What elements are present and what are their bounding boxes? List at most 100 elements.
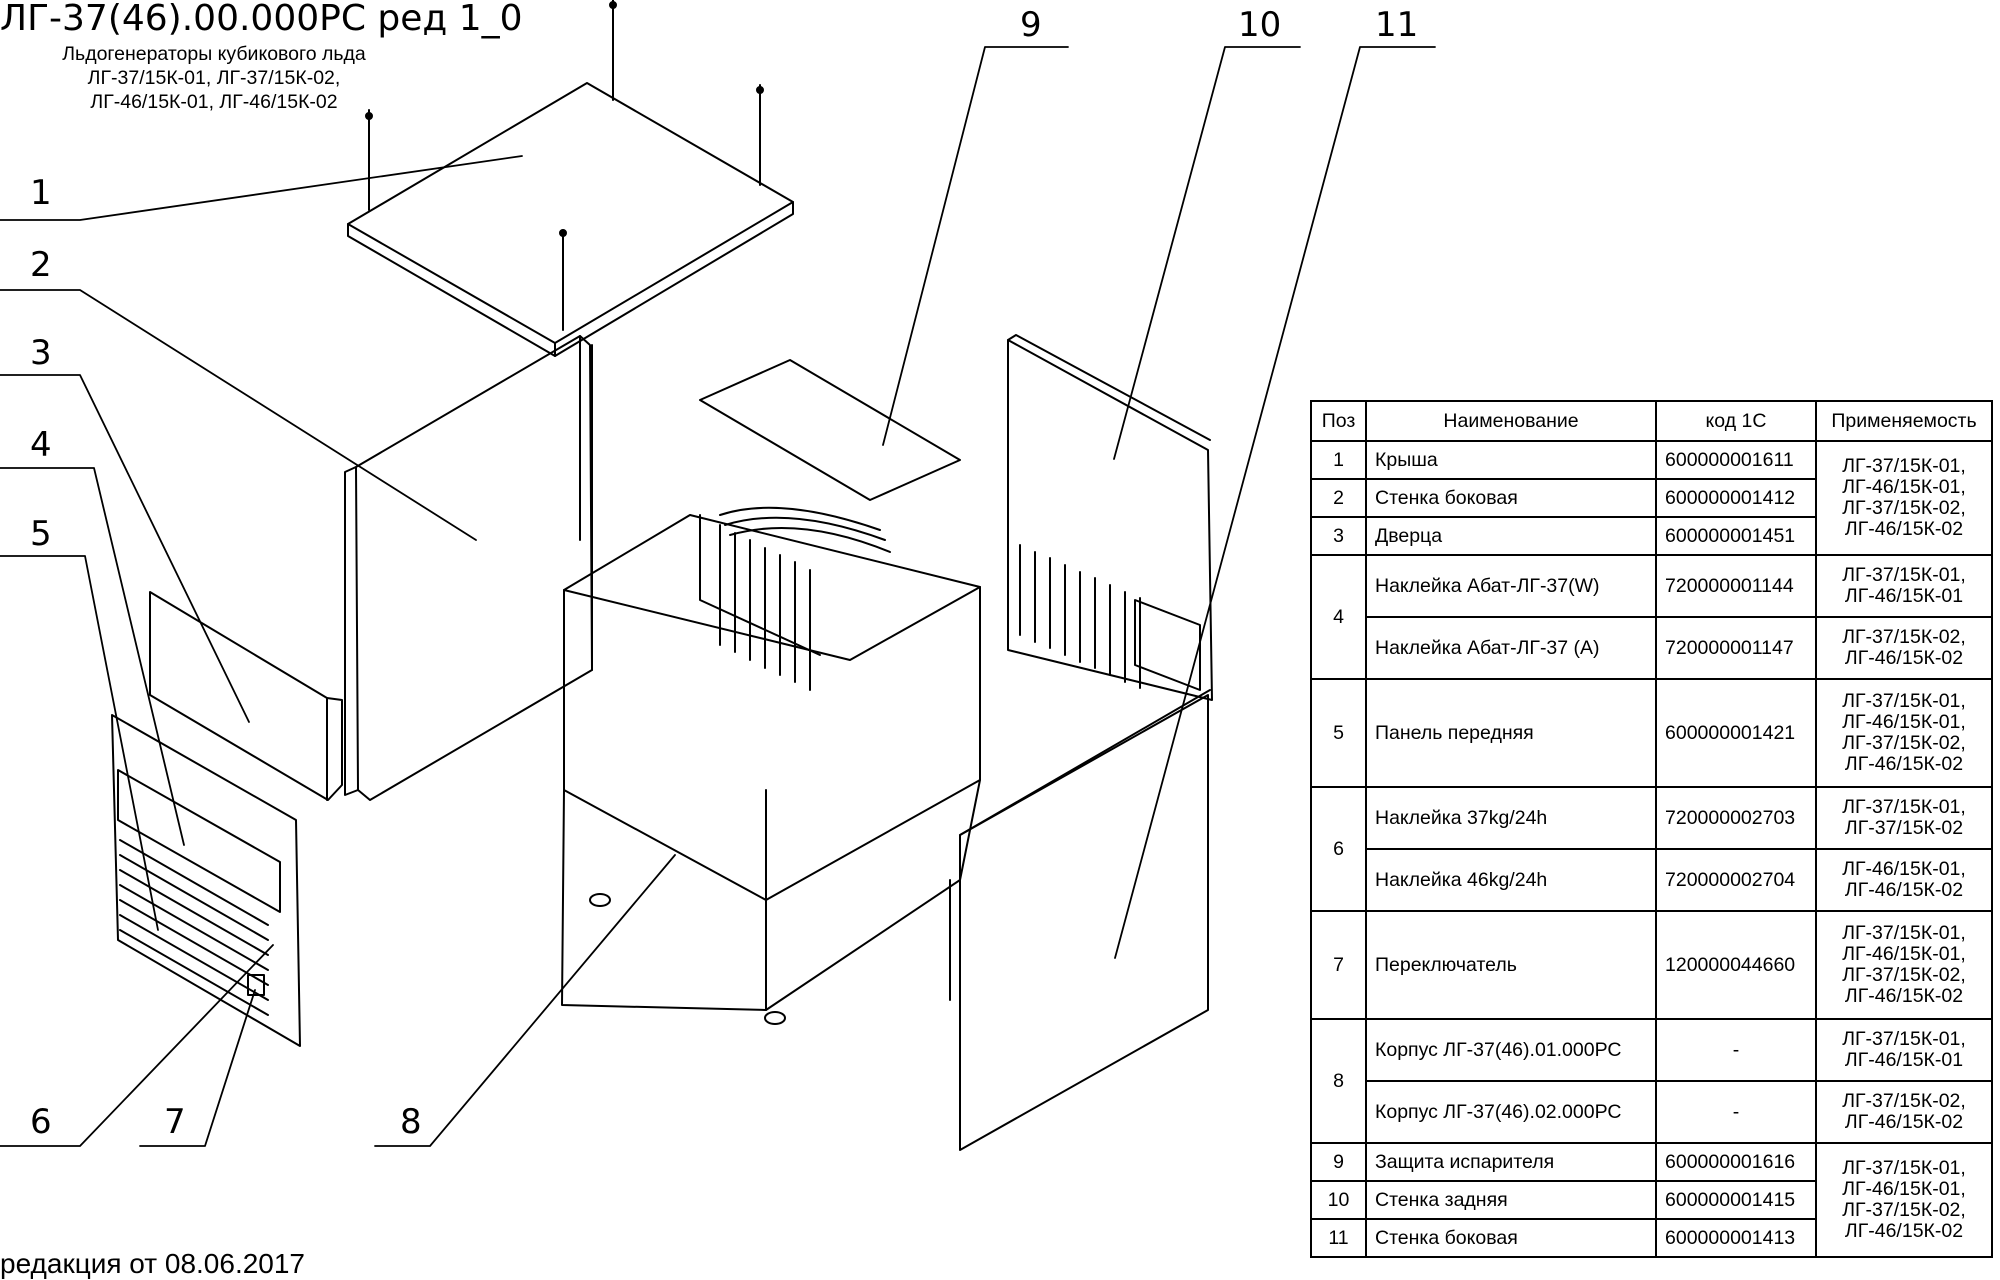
code-cell: 600000001451 <box>1655 516 1817 556</box>
pos-cell: 9 <box>1310 1142 1367 1182</box>
applicability-cell: ЛГ-37/15К-01, ЛГ-46/15К-01 <box>1815 1018 1993 1082</box>
code-cell: 720000002704 <box>1655 848 1817 912</box>
name-cell: Наклейка 46kg/24h <box>1365 848 1657 912</box>
callout-11: 11 <box>1375 5 1419 45</box>
pos-cell: 2 <box>1310 478 1367 518</box>
callout-3: 3 <box>30 333 52 373</box>
applicability-line: ЛГ-37/15К-02, <box>1842 1090 1966 1112</box>
pos-cell: 10 <box>1310 1180 1367 1220</box>
front-panel-part <box>111 714 301 1047</box>
applicability-line: ЛГ-37/15К-01, <box>1842 1157 1966 1179</box>
code-cell: 600000001415 <box>1655 1180 1817 1220</box>
applicability-line: ЛГ-37/15К-02, <box>1842 497 1966 519</box>
code-cell: 600000001413 <box>1655 1218 1817 1258</box>
applicability-line: ЛГ-37/15К-01, <box>1842 922 1966 944</box>
code-cell: 720000001147 <box>1655 616 1817 680</box>
door-part <box>149 591 343 801</box>
applicability-line: ЛГ-37/15К-01, <box>1842 455 1966 477</box>
table-row: 2 Стенка боковая 600000001412 <box>1310 478 1992 518</box>
leader-lines <box>0 46 1436 1147</box>
name-cell: Переключатель <box>1365 910 1657 1020</box>
applicability-line: ЛГ-46/15К-01, <box>1842 711 1966 733</box>
name-cell: Дверца <box>1365 516 1657 556</box>
table-row: 11 Стенка боковая 600000001413 <box>1310 1218 1992 1258</box>
main-body-part <box>561 506 981 1025</box>
applicability-line: ЛГ-46/15К-02 <box>1844 879 1964 901</box>
code-cell: - <box>1655 1080 1817 1144</box>
name-cell: Стенка боковая <box>1365 1218 1657 1258</box>
pos-cell: 3 <box>1310 516 1367 556</box>
code-cell: 600000001616 <box>1655 1142 1817 1182</box>
subtitle-line: ЛГ-46/15К-01, ЛГ-46/15К-02 <box>90 91 338 113</box>
page-title: ЛГ-37(46).00.000РС ред 1_0 <box>0 0 523 39</box>
name-cell: Панель передняя <box>1365 678 1657 788</box>
callout-2: 2 <box>30 245 52 285</box>
applicability-cell: ЛГ-37/15К-01, ЛГ-46/15К-01, ЛГ-37/15К-02… <box>1815 1142 1993 1258</box>
table-row: 1 Крыша 600000001611 ЛГ-37/15К-01, ЛГ-46… <box>1310 440 1993 556</box>
callout-5: 5 <box>30 514 52 554</box>
applicability-cell: ЛГ-37/15К-01, ЛГ-46/15К-01, ЛГ-37/15К-02… <box>1815 440 1993 556</box>
code-cell: 720000001144 <box>1655 554 1817 618</box>
subtitle-line: Льдогенераторы кубикового льда <box>62 43 366 65</box>
code-cell: - <box>1655 1018 1817 1082</box>
left-side-wall-part <box>344 335 593 801</box>
col-header-applicability: Применяемость <box>1815 400 1993 442</box>
callout-8: 8 <box>400 1102 422 1142</box>
applicability-line: ЛГ-46/15К-02 <box>1844 647 1964 669</box>
pos-cell: 11 <box>1310 1218 1367 1258</box>
pos-cell: 6 <box>1310 786 1367 912</box>
code-cell: 600000001421 <box>1655 678 1817 788</box>
applicability-line: ЛГ-37/15К-02, <box>1842 732 1966 754</box>
applicability-cell: ЛГ-46/15К-01, ЛГ-46/15К-02 <box>1815 848 1993 912</box>
table-row: 6 Наклейка 37kg/24h 720000002703 ЛГ-37/1… <box>1310 786 1993 912</box>
table-row: 10 Стенка задняя 600000001415 <box>1310 1180 1992 1220</box>
table-row: Наклейка Абат-ЛГ-37 (А) 720000001147 ЛГ-… <box>1311 616 1993 680</box>
table-row: 7 Переключатель 120000044660 ЛГ-37/15К-0… <box>1310 910 1993 1020</box>
table-header-row: Поз Наименование код 1С Применяемость <box>1310 400 1993 442</box>
pos-cell: 1 <box>1310 440 1367 480</box>
callout-9: 9 <box>1020 5 1042 45</box>
right-side-wall-part <box>959 689 1211 1151</box>
callout-4: 4 <box>30 425 52 465</box>
roof-part <box>347 0 794 357</box>
table-row: 5 Панель передняя 600000001421 ЛГ-37/15К… <box>1310 678 1993 788</box>
code-cell: 600000001611 <box>1655 440 1817 480</box>
name-cell: Стенка задняя <box>1365 1180 1657 1220</box>
callout-7: 7 <box>164 1102 186 1142</box>
callout-1: 1 <box>30 173 52 213</box>
applicability-line: ЛГ-37/15К-01, <box>1842 564 1966 586</box>
applicability-cell: ЛГ-37/15К-02, ЛГ-46/15К-02 <box>1815 1080 1993 1144</box>
applicability-cell: ЛГ-37/15К-01, ЛГ-46/15К-01 <box>1815 554 1993 618</box>
applicability-line: ЛГ-46/15К-01 <box>1844 585 1964 607</box>
rear-wall-part <box>1007 334 1213 701</box>
applicability-line: ЛГ-37/15К-01, <box>1842 796 1966 818</box>
applicability-line: ЛГ-46/15К-02 <box>1844 753 1964 775</box>
applicability-line: ЛГ-37/15К-02, <box>1842 1199 1966 1221</box>
applicability-line: ЛГ-37/15К-01, <box>1842 690 1966 712</box>
pos-cell: 7 <box>1310 910 1367 1020</box>
pos-cell: 4 <box>1310 554 1367 680</box>
name-cell: Наклейка Абат-ЛГ-37 (А) <box>1365 616 1657 680</box>
table-row: 4 Наклейка Абат-ЛГ-37(W) 720000001144 ЛГ… <box>1310 554 1993 680</box>
applicability-line: ЛГ-46/15К-01, <box>1842 476 1966 498</box>
applicability-line: ЛГ-46/15К-01 <box>1844 1049 1964 1071</box>
col-header-name: Наименование <box>1365 400 1657 442</box>
applicability-line: ЛГ-37/15К-02, <box>1842 964 1966 986</box>
table-row: 9 Защита испарителя 600000001616 ЛГ-37/1… <box>1310 1142 1993 1258</box>
applicability-line: ЛГ-46/15К-01, <box>1842 943 1966 965</box>
table-row: Корпус ЛГ-37(46).02.000РС - ЛГ-37/15К-02… <box>1311 1080 1993 1144</box>
applicability-cell: ЛГ-37/15К-01, ЛГ-37/15К-02 <box>1815 786 1993 850</box>
name-cell: Защита испарителя <box>1365 1142 1657 1182</box>
table-row: 8 Корпус ЛГ-37(46).01.000РС - ЛГ-37/15К-… <box>1310 1018 1993 1144</box>
name-cell: Стенка боковая <box>1365 478 1657 518</box>
col-header-code: код 1С <box>1655 400 1817 442</box>
callout-10: 10 <box>1238 5 1282 45</box>
callout-6: 6 <box>30 1102 52 1142</box>
name-cell: Корпус ЛГ-37(46).01.000РС <box>1365 1018 1657 1082</box>
table-row: 3 Дверца 600000001451 <box>1310 516 1992 556</box>
applicability-line: ЛГ-37/15К-01, <box>1842 1028 1966 1050</box>
applicability-cell: ЛГ-37/15К-01, ЛГ-46/15К-01, ЛГ-37/15К-02… <box>1815 678 1993 788</box>
name-cell: Наклейка 37kg/24h <box>1365 786 1657 850</box>
applicability-line: ЛГ-37/15К-02, <box>1842 626 1966 648</box>
